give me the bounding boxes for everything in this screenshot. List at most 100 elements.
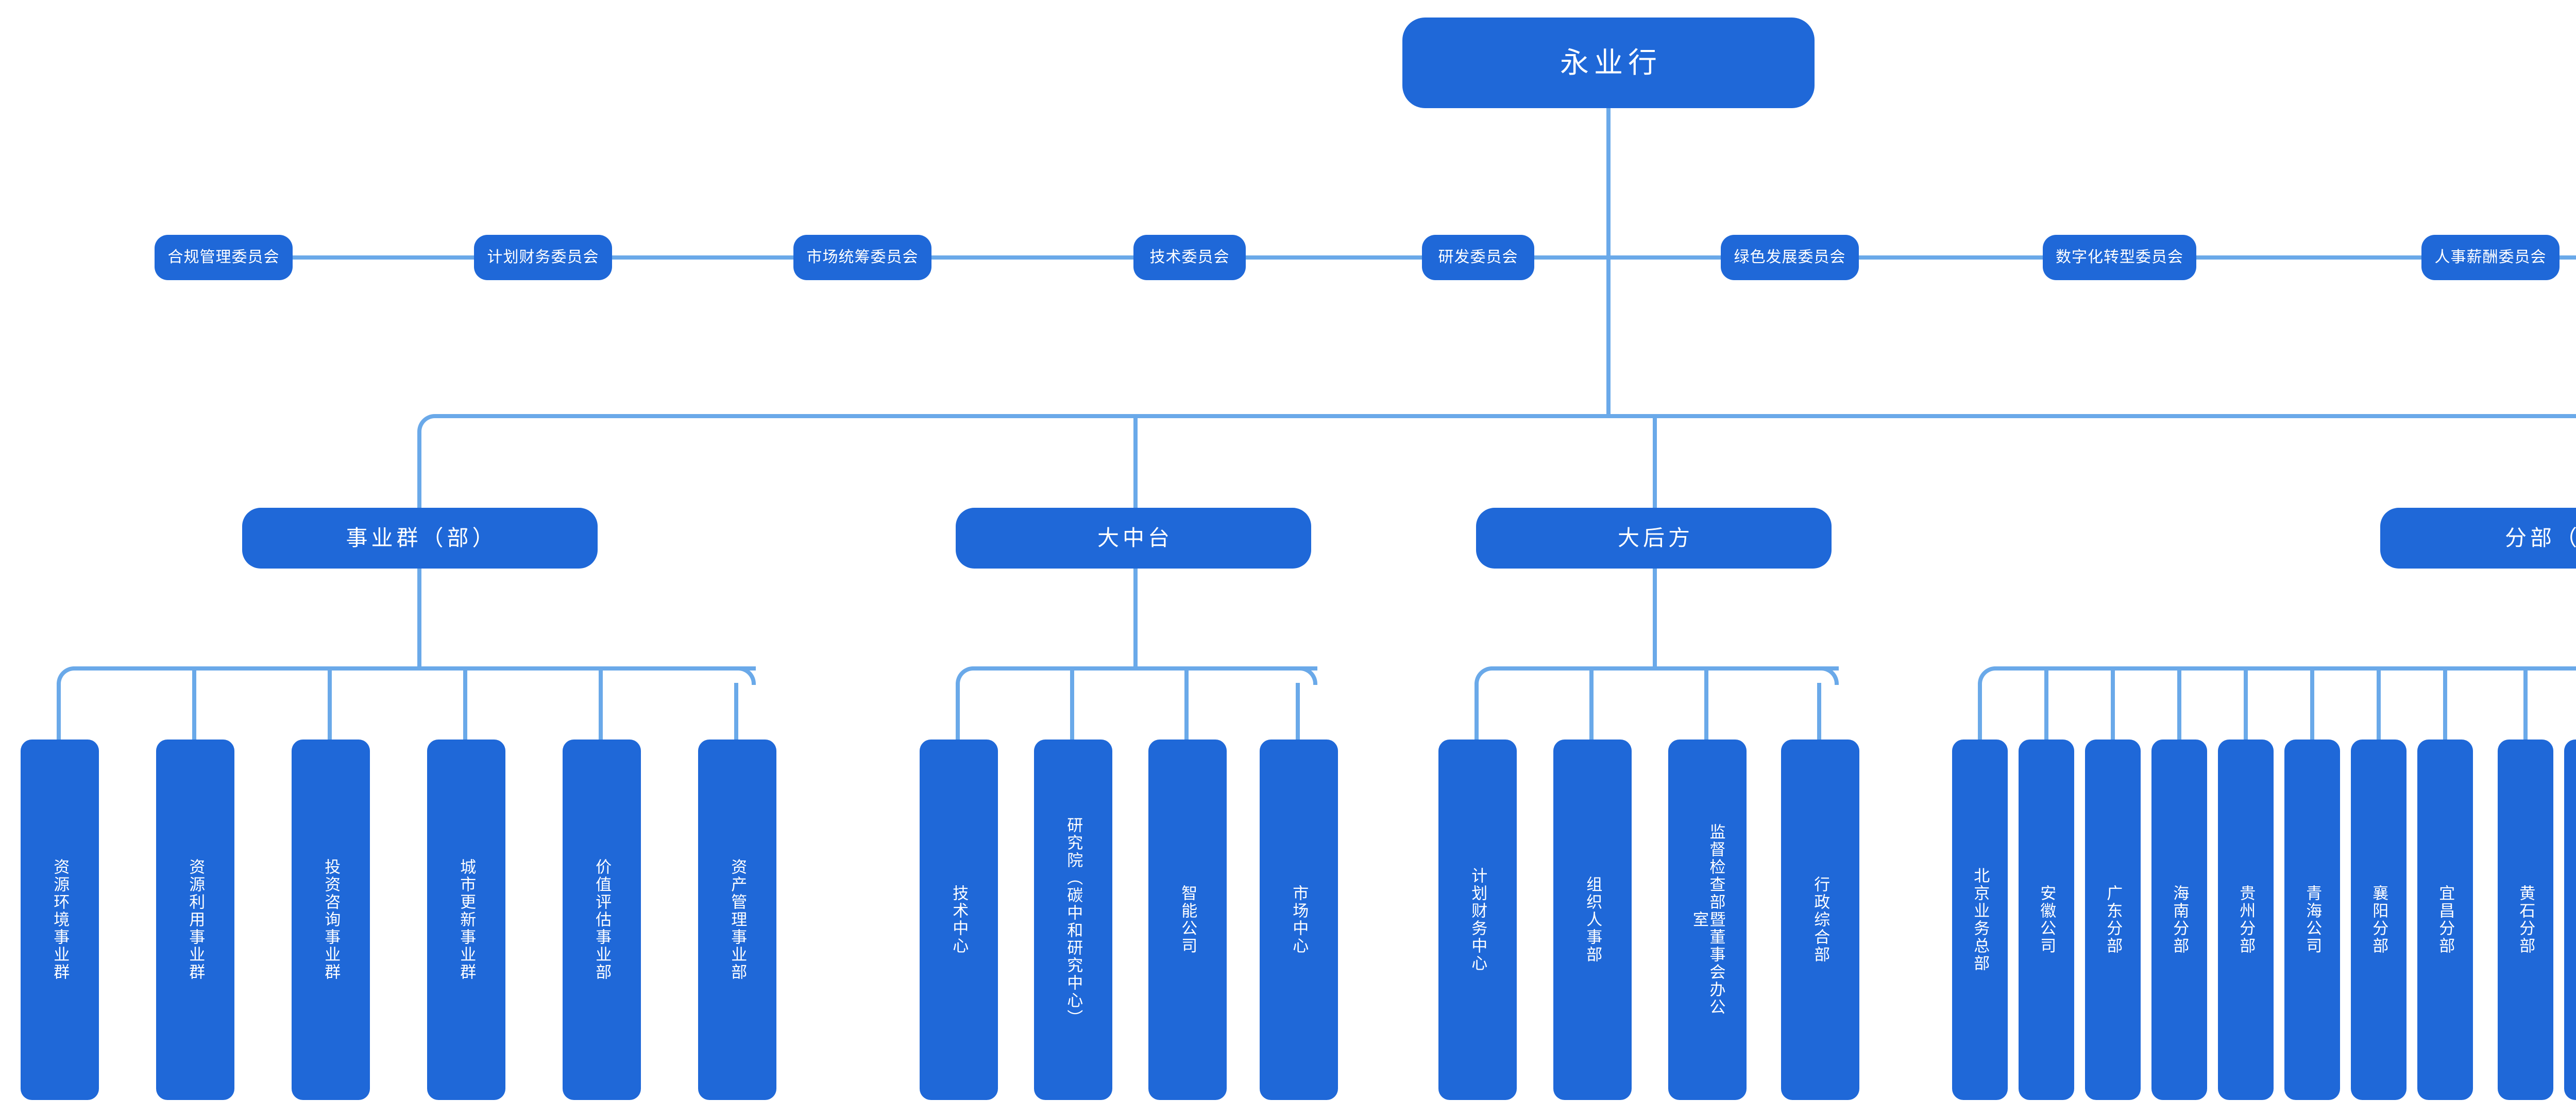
connector-drop-d2-c3: [1817, 683, 1821, 740]
leaf-label: 行政综合部: [1811, 876, 1830, 964]
leaf-label: 黄石分部: [2517, 885, 2535, 955]
connector-division1-bus: [972, 666, 1317, 671]
root-node-yongyehang[interactable]: 永业行: [1402, 18, 1815, 108]
connector-division0-trunk: [417, 569, 421, 666]
connector-drop-d3-c4: [2244, 666, 2248, 740]
leaf-label: 投资咨询事业群: [322, 858, 341, 981]
connector-drop-division-0: [417, 433, 421, 508]
connector-drop-d2-c2: [1704, 666, 1708, 740]
leaf-node-d3-c6[interactable]: 襄阳分部: [2351, 740, 2406, 1100]
leaf-node-d1-c2[interactable]: 智能公司: [1148, 740, 1227, 1100]
connector-drop-d0-c5: [734, 683, 738, 740]
connector-division0-bus: [73, 666, 756, 671]
connector-drop-d1-c2: [1184, 666, 1189, 740]
connector-drop-d2-c0: [1475, 683, 1479, 740]
committee-node-7[interactable]: 人事薪酬委员会: [2421, 235, 2560, 280]
division-node-0[interactable]: 事业群（部）: [242, 508, 598, 569]
committee-node-3[interactable]: 技术委员会: [1133, 235, 1246, 280]
leaf-node-d0-c4[interactable]: 价值评估事业部: [563, 740, 641, 1100]
leaf-node-d2-c1[interactable]: 组织人事部: [1553, 740, 1632, 1100]
leaf-label: 研究院（碳中和研究中心）: [1064, 817, 1083, 1027]
leaf-node-d3-c4[interactable]: 贵州分部: [2218, 740, 2274, 1100]
connector-division2-rail-left: [1475, 666, 1493, 685]
connector-division3-bus: [1994, 666, 2576, 671]
leaf-node-d2-c2[interactable]: 监督检查部暨董事会办公室: [1668, 740, 1747, 1100]
leaf-node-d1-c1[interactable]: 研究院（碳中和研究中心）: [1034, 740, 1112, 1100]
leaf-node-d0-c3[interactable]: 城市更新事业群: [427, 740, 505, 1100]
leaf-label: 资产管理事业部: [728, 858, 747, 981]
leaf-label: 计划财务中心: [1469, 867, 1487, 972]
connector-division3-rail-left: [1978, 666, 1996, 685]
leaf-label: 城市更新事业群: [457, 858, 476, 981]
leaf-node-d2-c0[interactable]: 计划财务中心: [1438, 740, 1517, 1100]
leaf-node-d1-c0[interactable]: 技术中心: [920, 740, 998, 1100]
connector-drop-d0-c4: [599, 666, 603, 740]
connector-drop-division-1: [1133, 414, 1138, 508]
division-node-2[interactable]: 大后方: [1476, 508, 1832, 569]
connector-division-rail-left: [417, 414, 438, 435]
leaf-node-d3-c8[interactable]: 黄石分部: [2498, 740, 2553, 1100]
connector-division2-trunk: [1653, 569, 1657, 666]
connector-drop-division-2: [1653, 414, 1657, 508]
connector-committee-bus: [155, 255, 2576, 260]
leaf-node-d3-c7[interactable]: 宜昌分部: [2417, 740, 2473, 1100]
leaf-label: 贵州分部: [2237, 885, 2256, 955]
connector-drop-d3-c0: [1978, 683, 1982, 740]
connector-division0-rail-left: [57, 666, 75, 685]
leaf-node-d3-c3[interactable]: 海南分部: [2151, 740, 2207, 1100]
connector-division1-trunk: [1133, 569, 1138, 666]
leaf-label: 海南分部: [2171, 885, 2189, 955]
connector-drop-d2-c1: [1589, 666, 1594, 740]
leaf-node-d0-c0[interactable]: 资源环境事业群: [21, 740, 99, 1100]
leaf-node-d0-c5[interactable]: 资产管理事业部: [698, 740, 776, 1100]
connector-division2-bus: [1491, 666, 1839, 671]
committee-node-0[interactable]: 合规管理委员会: [155, 235, 293, 280]
connector-drop-d3-c8: [2523, 666, 2528, 740]
connector-drop-d3-c6: [2377, 666, 2381, 740]
connector-root-to-divisions: [1606, 260, 1611, 414]
connector-drop-d1-c3: [1296, 683, 1300, 740]
leaf-label: 监督检查部暨董事会办公室: [1690, 823, 1725, 1016]
leaf-node-d0-c1[interactable]: 资源利用事业群: [156, 740, 234, 1100]
leaf-node-d1-c3[interactable]: 市场中心: [1260, 740, 1338, 1100]
leaf-node-d3-c5[interactable]: 青海公司: [2284, 740, 2340, 1100]
leaf-label: 技术中心: [950, 885, 969, 955]
leaf-node-d0-c2[interactable]: 投资咨询事业群: [292, 740, 370, 1100]
connector-drop-d3-c1: [2044, 666, 2048, 740]
connector-drop-d0-c1: [192, 666, 196, 740]
leaf-label: 价值评估事业部: [593, 858, 612, 981]
leaf-label: 青海公司: [2303, 885, 2322, 955]
connector-drop-d3-c5: [2310, 666, 2314, 740]
leaf-label: 智能公司: [1179, 885, 1197, 955]
leaf-label: 安徽公司: [2038, 885, 2056, 955]
leaf-label: 组织人事部: [1584, 876, 1602, 964]
leaf-label: 广东分部: [2104, 885, 2123, 955]
leaf-node-d3-c1[interactable]: 安徽公司: [2019, 740, 2074, 1100]
leaf-label: 资源利用事业群: [187, 858, 205, 981]
committee-node-1[interactable]: 计划财务委员会: [474, 235, 612, 280]
leaf-node-d3-c2[interactable]: 广东分部: [2085, 740, 2141, 1100]
connector-division-bus: [435, 414, 2576, 418]
committee-node-2[interactable]: 市场统筹委员会: [793, 235, 931, 280]
leaf-label: 宜昌分部: [2436, 885, 2455, 955]
connector-drop-d3-c3: [2177, 666, 2181, 740]
leaf-label: 市场中心: [1290, 885, 1309, 955]
connector-division0-rail-right: [737, 666, 756, 685]
connector-division1-rail-right: [1299, 666, 1317, 685]
connector-drop-d0-c2: [328, 666, 332, 740]
leaf-node-d3-c0[interactable]: 北京业务总部: [1952, 740, 2008, 1100]
connector-drop-d3-c7: [2443, 666, 2447, 740]
connector-division2-rail-right: [1820, 666, 1839, 685]
leaf-node-d2-c3[interactable]: 行政综合部: [1781, 740, 1859, 1100]
committee-node-5[interactable]: 绿色发展委员会: [1721, 235, 1859, 280]
leaf-label: 北京业务总部: [1971, 867, 1990, 972]
leaf-node-d3-c9[interactable]: 十堰分部: [2564, 740, 2576, 1100]
division-node-1[interactable]: 大中台: [956, 508, 1311, 569]
connector-division-rail-right: [2573, 414, 2576, 435]
division-node-3[interactable]: 分部（分公司）: [2380, 508, 2576, 569]
connector-drop-d0-c0: [57, 683, 61, 740]
committee-node-4[interactable]: 研发委员会: [1422, 235, 1534, 280]
committee-node-6[interactable]: 数字化转型委员会: [2043, 235, 2196, 280]
connector-drop-d1-c0: [956, 683, 960, 740]
